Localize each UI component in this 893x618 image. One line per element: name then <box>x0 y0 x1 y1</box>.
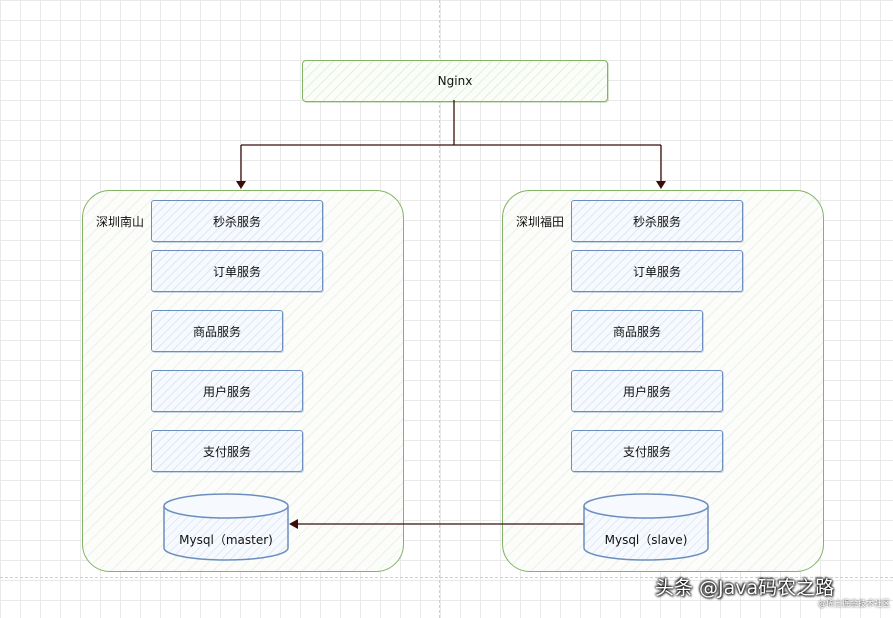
service-label: 订单服务 <box>212 264 261 279</box>
nginx-node[interactable]: Nginx <box>302 60 608 102</box>
mysql-slave-cylinder[interactable] <box>583 493 709 561</box>
service-label: 订单服务 <box>632 264 681 279</box>
vertical-guide-line <box>439 0 440 618</box>
nanshan-payment-service[interactable]: 支付服务 <box>151 430 303 472</box>
futian-order-service[interactable]: 订单服务 <box>571 250 743 292</box>
replication-arrowhead <box>289 519 298 529</box>
nanshan-seckill-service[interactable]: 秒杀服务 <box>151 200 323 242</box>
horizontal-guide-line <box>0 577 893 578</box>
nginx-fanout-arrows <box>240 100 662 181</box>
service-label: 支付服务 <box>622 444 671 459</box>
futian-user-service[interactable]: 用户服务 <box>571 370 723 412</box>
mysql-master-label: Mysql（master) <box>179 533 273 547</box>
service-label: 秒杀服务 <box>632 214 681 229</box>
watermark-subtext: @稀土掘金技术社区 <box>818 599 890 608</box>
mysql-master-cylinder[interactable] <box>163 493 289 561</box>
arrowhead-to-futian <box>656 181 666 189</box>
watermark-text: 头条 @Java码农之路 <box>655 577 835 599</box>
nanshan-order-service[interactable]: 订单服务 <box>151 250 323 292</box>
service-label: 商品服务 <box>612 324 661 339</box>
service-label: 商品服务 <box>192 324 241 339</box>
service-label: 支付服务 <box>202 444 251 459</box>
service-label: 用户服务 <box>622 384 671 399</box>
region-futian-label: 深圳福田 <box>516 215 565 229</box>
service-label: 用户服务 <box>202 384 251 399</box>
arrowhead-to-nanshan <box>236 181 246 189</box>
futian-payment-service[interactable]: 支付服务 <box>571 430 723 472</box>
futian-product-service[interactable]: 商品服务 <box>571 310 703 352</box>
nanshan-user-service[interactable]: 用户服务 <box>151 370 303 412</box>
mysql-slave-label: Mysql（slave) <box>604 533 688 547</box>
nanshan-product-service[interactable]: 商品服务 <box>151 310 283 352</box>
region-nanshan-label: 深圳南山 <box>96 215 145 229</box>
nginx-label: Nginx <box>437 74 473 88</box>
service-label: 秒杀服务 <box>212 214 261 229</box>
futian-seckill-service[interactable]: 秒杀服务 <box>571 200 743 242</box>
